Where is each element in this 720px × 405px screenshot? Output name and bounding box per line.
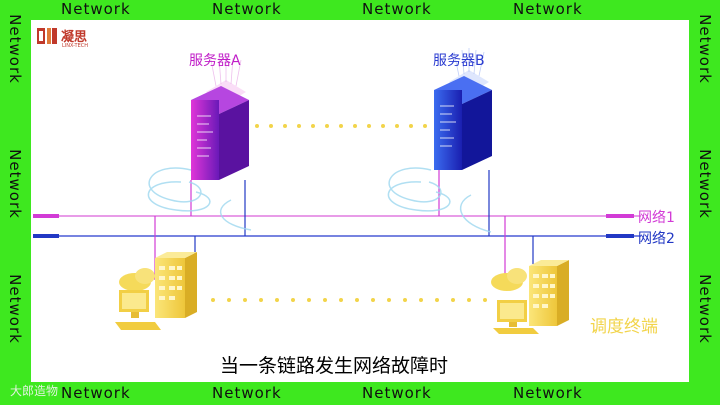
logo-icon xyxy=(37,28,57,44)
network1-label: 网络1 xyxy=(638,210,675,226)
diagram-canvas xyxy=(31,20,689,382)
frame-label: Network xyxy=(5,14,24,84)
frame-label: Network xyxy=(695,274,714,344)
server-b-label: 服务器B xyxy=(433,53,485,69)
server-a-icon xyxy=(191,56,249,180)
subtitle-caption: 当一条链路发生网络故障时 xyxy=(218,351,451,378)
frame-label: Network xyxy=(61,384,131,402)
server-dotted-link xyxy=(255,124,427,128)
frame-label: Network xyxy=(5,149,24,219)
swirl-left xyxy=(147,167,252,231)
frame-label: Network xyxy=(212,0,282,18)
server-a-label: 服务器A xyxy=(189,53,241,69)
frame-label: Network xyxy=(695,149,714,219)
frame-label: Network xyxy=(362,384,432,402)
frame-label: Network xyxy=(695,14,714,84)
company-logo: 凝思 LINX-TECH xyxy=(36,25,126,55)
terminal-label: 调度终端 xyxy=(590,317,658,337)
frame-label: Network xyxy=(362,0,432,18)
server-b-icon xyxy=(434,48,492,170)
swirl-right xyxy=(387,167,492,233)
frame-label: Network xyxy=(513,384,583,402)
network-diagram xyxy=(33,48,641,334)
frame-label: Network xyxy=(212,384,282,402)
network2-label: 网络2 xyxy=(638,231,675,247)
terminal-right-icon xyxy=(491,260,569,334)
terminal-left-icon xyxy=(115,252,197,330)
frame-label: Network xyxy=(513,0,583,18)
watermark: 大郎造物 xyxy=(10,384,59,398)
terminal-dotted-link xyxy=(211,298,487,302)
logo-name: 凝思 xyxy=(61,30,88,45)
frame-label: Network xyxy=(5,274,24,344)
frame-label: Network xyxy=(61,0,131,18)
logo-subtitle: LINX-TECH xyxy=(62,43,88,49)
